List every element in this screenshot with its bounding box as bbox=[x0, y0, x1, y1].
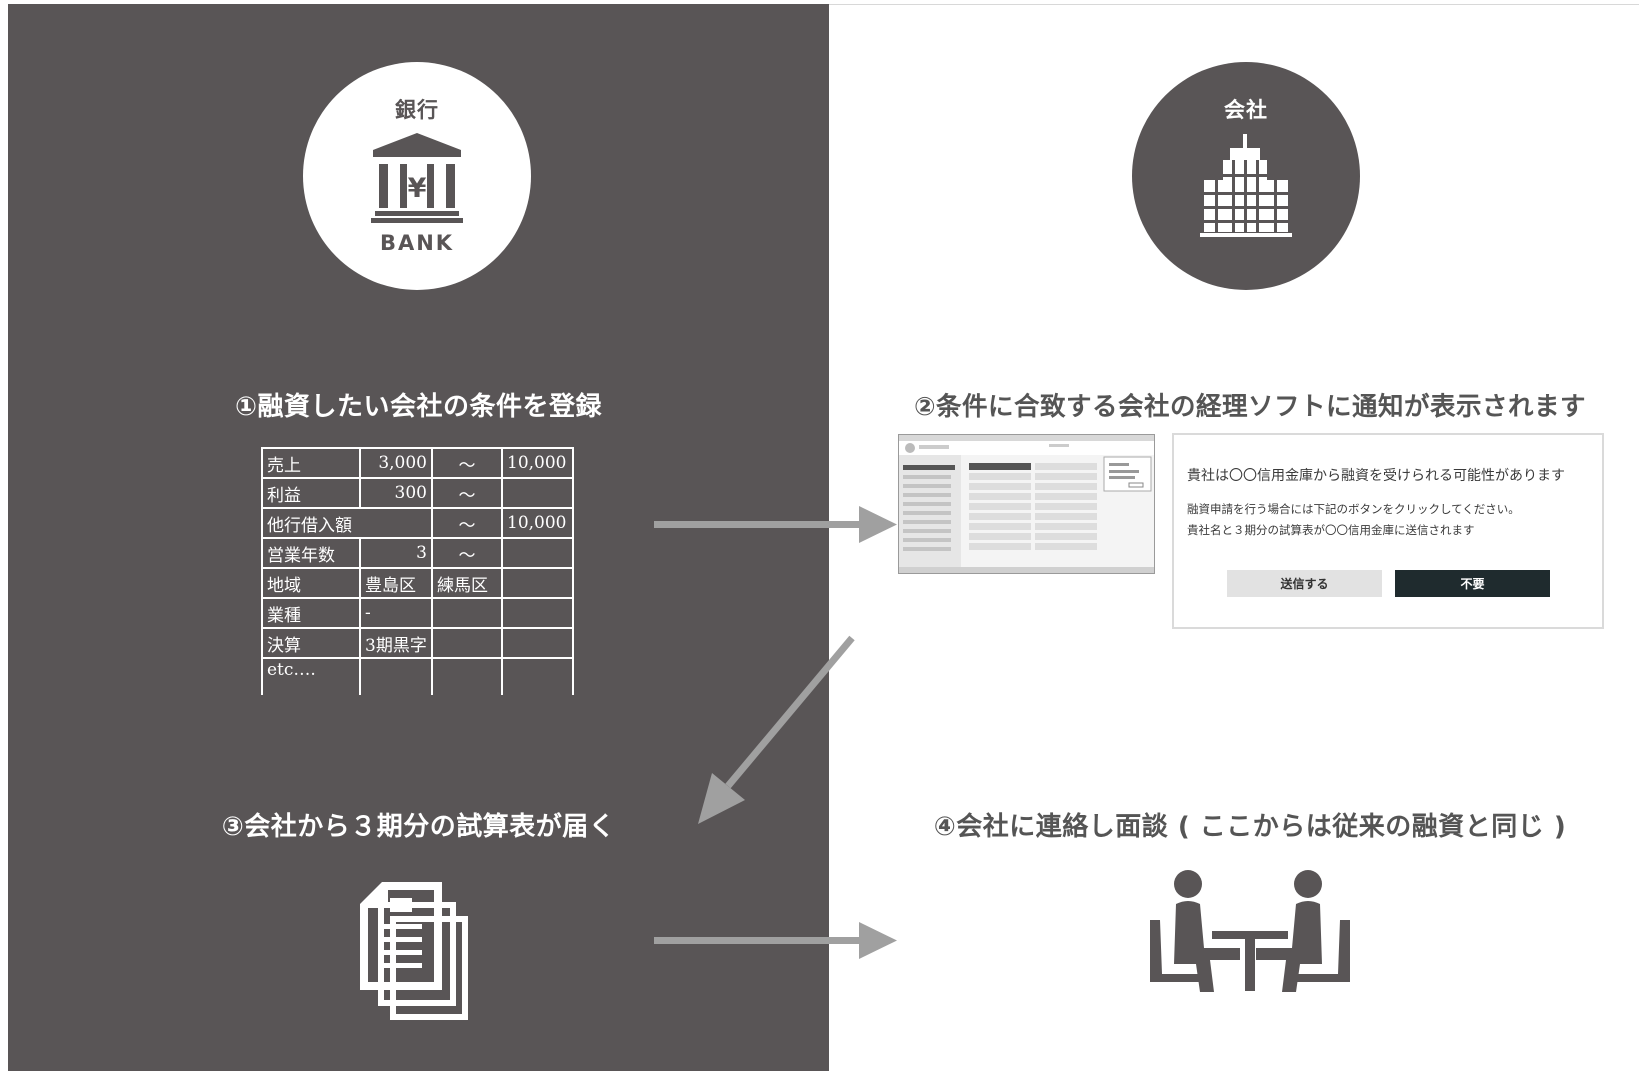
decline-button[interactable]: 不要 bbox=[1395, 570, 1550, 597]
condition-from bbox=[359, 657, 433, 695]
condition-to bbox=[501, 537, 574, 569]
arrow-down-left-icon bbox=[698, 635, 855, 824]
step-4-title: ④会社に連絡し面談 ( ここからは従来の融資と同じ ) bbox=[933, 812, 1567, 842]
notification-message: 貴社は〇〇信用金庫から融資を受けられる可能性があります bbox=[1187, 468, 1565, 484]
bank-circle: 銀行 ¥ BANK bbox=[303, 62, 531, 290]
condition-from: 豊島区 bbox=[359, 567, 433, 599]
arrow-right-icon bbox=[654, 506, 897, 543]
condition-to: 10,000 bbox=[501, 447, 574, 479]
step-2-title: ②条件に合致する会社の経理ソフトに通知が表示されます bbox=[913, 392, 1587, 422]
condition-label: 売上 bbox=[261, 447, 361, 479]
notification-instruction: 融資申請を行う場合には下記のボタンをクリックしてください。 bbox=[1187, 502, 1520, 516]
bank-logo-text: BANK bbox=[380, 231, 454, 255]
table-row: 決算 3期黒字 bbox=[261, 627, 574, 659]
condition-separator: ～ bbox=[431, 477, 503, 509]
condition-to: 10,000 bbox=[501, 507, 574, 539]
condition-from: 300 bbox=[359, 477, 433, 509]
send-button[interactable]: 送信する bbox=[1227, 570, 1382, 597]
condition-separator: ～ bbox=[431, 507, 503, 539]
condition-to bbox=[501, 477, 574, 509]
condition-separator bbox=[431, 627, 503, 659]
condition-separator bbox=[431, 597, 503, 629]
bank-title: 銀行 bbox=[395, 98, 439, 122]
documents-icon bbox=[360, 882, 468, 1020]
condition-label: etc…. bbox=[261, 657, 361, 695]
notification-note: 貴社名と３期分の試算表が〇〇信用金庫に送信されます bbox=[1187, 523, 1475, 537]
condition-to bbox=[501, 567, 574, 599]
step-1-title: ①融資したい会社の条件を登録 bbox=[234, 392, 602, 422]
building-icon bbox=[1200, 134, 1292, 237]
bank-icon: ¥ BANK bbox=[371, 133, 463, 255]
table-row: 営業年数 3 ～ bbox=[261, 537, 574, 569]
table-row: 利益 300 ～ bbox=[261, 477, 574, 509]
condition-to bbox=[501, 597, 574, 629]
condition-separator: 練馬区 bbox=[431, 567, 503, 599]
condition-from: 3期黒字 bbox=[359, 627, 433, 659]
condition-from: 3 bbox=[359, 537, 433, 569]
table-row: 売上 3,000 ～ 10,000 bbox=[261, 447, 574, 479]
company-circle: 会社 bbox=[1132, 62, 1360, 290]
condition-label: 業種 bbox=[261, 597, 361, 629]
condition-separator: ～ bbox=[431, 447, 503, 479]
condition-separator: ～ bbox=[431, 537, 503, 569]
bank-logo-symbol: ¥ bbox=[408, 173, 427, 204]
notification-dialog: 貴社は〇〇信用金庫から融資を受けられる可能性があります 融資申請を行う場合には下… bbox=[1172, 433, 1604, 629]
table-row: 地域 豊島区 練馬区 bbox=[261, 567, 574, 599]
meeting-icon bbox=[1150, 870, 1350, 992]
arrow-right-icon bbox=[654, 922, 897, 959]
step-3-title: ③会社から３期分の試算表が届く bbox=[221, 812, 616, 842]
condition-label: 地域 bbox=[261, 567, 361, 599]
condition-label: 営業年数 bbox=[261, 537, 361, 569]
accounting-software-screenshot bbox=[898, 434, 1155, 574]
condition-label: 他行借入額 bbox=[261, 507, 433, 539]
condition-to bbox=[501, 627, 574, 659]
condition-label: 利益 bbox=[261, 477, 361, 509]
conditions-table: 売上 3,000 ～ 10,000 利益 300 ～ 他行借入額 ～ 10,00… bbox=[261, 447, 574, 695]
company-panel bbox=[829, 4, 1639, 5]
condition-from: - bbox=[359, 597, 433, 629]
table-row: etc…. bbox=[261, 657, 574, 695]
table-row: 業種 - bbox=[261, 597, 574, 629]
table-row: 他行借入額 ～ 10,000 bbox=[261, 507, 574, 539]
condition-label: 決算 bbox=[261, 627, 361, 659]
condition-separator bbox=[431, 657, 503, 695]
condition-to bbox=[501, 657, 574, 695]
company-title: 会社 bbox=[1224, 98, 1268, 122]
condition-from: 3,000 bbox=[359, 447, 433, 479]
